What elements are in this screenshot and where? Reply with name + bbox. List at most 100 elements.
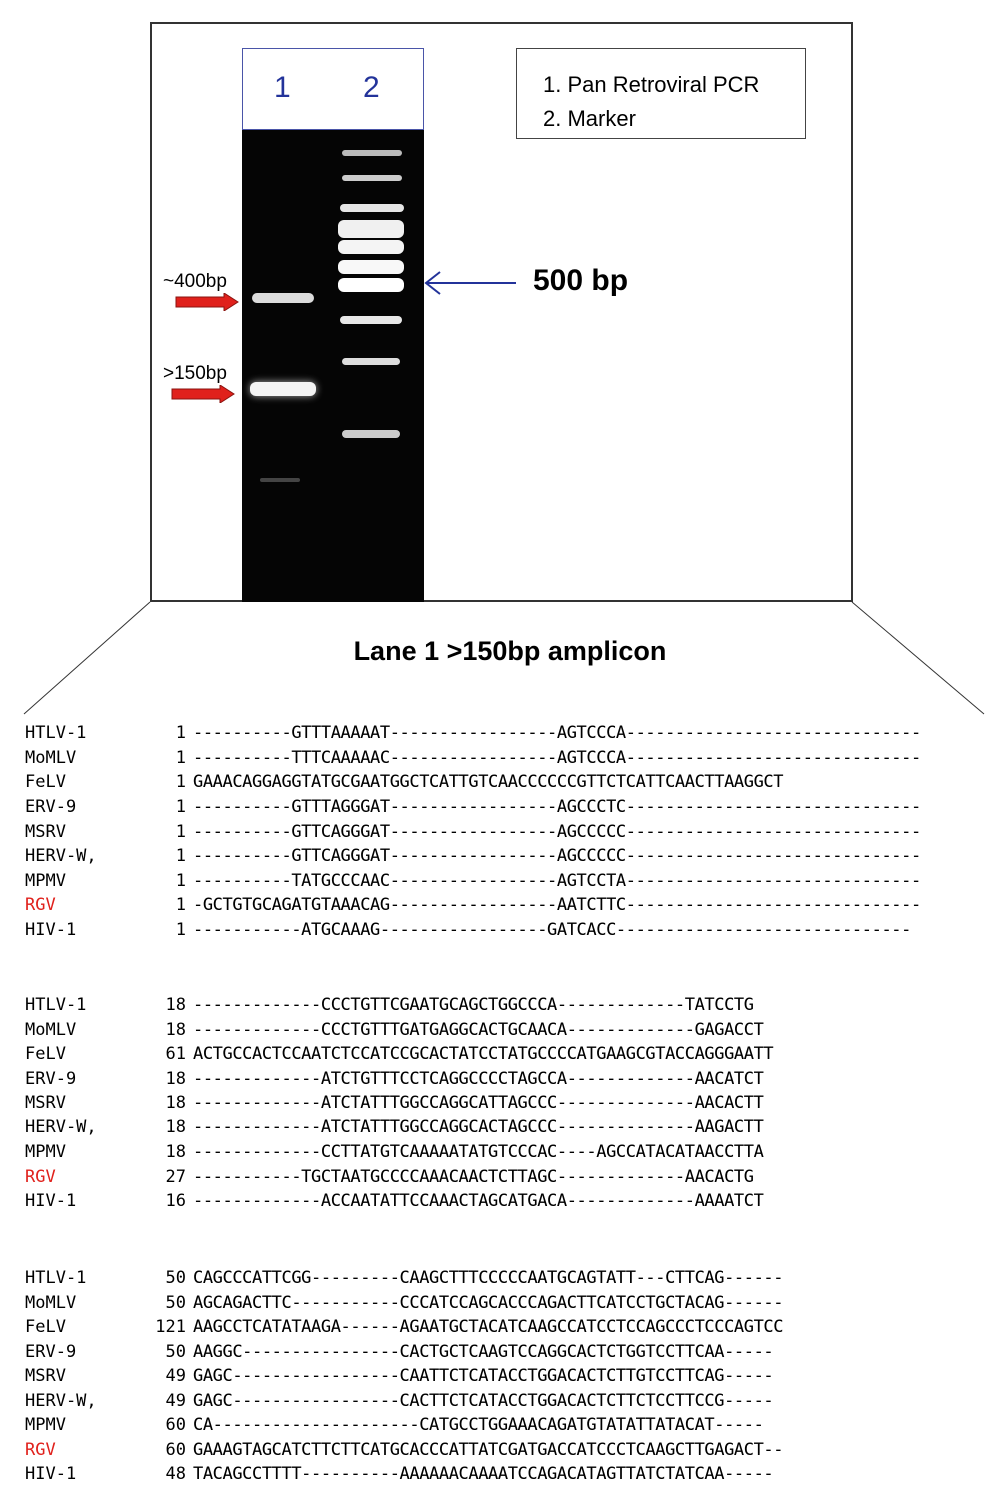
sequence-residues: ----------TATGCCCAAC-----------------AGT… <box>193 871 921 891</box>
alignment-row: MSRV 18 -------------ATCTATTTGGCCAGGCATT… <box>0 1091 1000 1115</box>
alignment-row: HIV-1 1 -----------ATGCAAAG-------------… <box>0 918 1000 942</box>
sequence-residues: TACAGCCTTTT----------AAAAAACAAAATCCAGACA… <box>193 1464 774 1484</box>
sequence-name-highlighted: RGV <box>25 1167 56 1187</box>
sequence-start: 18 <box>165 1142 186 1162</box>
sequence-start: 49 <box>165 1366 186 1386</box>
sequence-residues: -----------TGCTAATGCCCCAAACAACTCTTAGC---… <box>193 1167 754 1187</box>
sequence-start: 121 <box>155 1317 186 1337</box>
gel-band <box>250 382 316 396</box>
sequence-start: 1 <box>175 797 186 817</box>
red-arrow-icon <box>175 293 239 311</box>
sequence-residues: AAGGC----------------CACTGCTCAAGTCCAGGCA… <box>193 1342 774 1362</box>
alignment-caption: Lane 1 >150bp amplicon <box>353 636 667 666</box>
sequence-name: HIV-1 <box>25 920 77 940</box>
marker-arrow-icon <box>424 271 516 295</box>
sequence-name: ERV-9 <box>25 1069 77 1089</box>
alignment-row: FeLV 61 ACTGCCACTCCAATCTCCATCCGCACTATCCT… <box>0 1042 1000 1066</box>
alignment-row: RGV 27 -----------TGCTAATGCCCCAAACAACTCT… <box>0 1165 1000 1189</box>
sequence-start: 18 <box>165 1117 186 1137</box>
alignment-row: HERV-W, 18 -------------ATCTATTTGGCCAGGC… <box>0 1115 1000 1139</box>
sequence-start: 48 <box>165 1464 186 1484</box>
sequence-name: FeLV <box>25 772 66 792</box>
sequence-start: 50 <box>165 1268 186 1288</box>
alignment-row: ERV-9 18 -------------ATCTGTTTCCTCAGGCCC… <box>0 1067 1000 1091</box>
alignment-row: MPMV 18 -------------CCTTATGTCAAAAATATGT… <box>0 1140 1000 1164</box>
alignment-row: HIV-1 16 -------------ACCAATATTCCAAACTAG… <box>0 1189 1000 1213</box>
sequence-name: HIV-1 <box>25 1464 77 1484</box>
marker-500bp-label: 500 bp <box>533 264 629 297</box>
alignment-row: FeLV 121 AAGCCTCATATAAGA------AGAATGCTAC… <box>0 1315 1000 1339</box>
sequence-start: 18 <box>165 1069 186 1089</box>
gel-band <box>252 293 314 303</box>
sequence-start: 60 <box>165 1440 186 1460</box>
alignment-row: MoMLV 50 AGCAGACTTC-----------CCCATCCAGC… <box>0 1291 1000 1315</box>
sequence-residues: CAGCCCATTCGG---------CAAGCTTTCCCCCAATGCA… <box>193 1268 784 1288</box>
alignment-row: MoMLV 18 -------------CCCTGTTTGATGAGGCAC… <box>0 1018 1000 1042</box>
sequence-residues: ----------GTTTAAAAAT-----------------AGT… <box>193 723 921 743</box>
sequence-residues: -------------CCCTGTTCGAATGCAGCTGGCCCA---… <box>193 995 754 1015</box>
sequence-residues: ----------GTTCAGGGAT-----------------AGC… <box>193 822 921 842</box>
sequence-start: 1 <box>175 895 186 915</box>
sequence-name: HTLV-1 <box>25 1268 87 1288</box>
sequence-residues: ACTGCCACTCCAATCTCCATCCGCACTATCCTATGCCCCA… <box>193 1044 774 1064</box>
sequence-residues: CA---------------------CATGCCTGGAAACAGAT… <box>193 1415 764 1435</box>
sequence-start: 1 <box>175 772 186 792</box>
legend-item: 1. Pan Retroviral PCR <box>543 72 760 97</box>
alignment-row: HTLV-1 18 -------------CCCTGTTCGAATGCAGC… <box>0 993 1000 1017</box>
sequence-start: 18 <box>165 1093 186 1113</box>
ladder-band <box>338 240 404 254</box>
gel-image <box>242 130 424 602</box>
ladder-band <box>338 220 404 238</box>
sequence-name: HERV-W, <box>25 846 97 866</box>
alignment-row: RGV 60 GAAAGTAGCATCTTCTTCATGCACCCATTATCG… <box>0 1438 1000 1462</box>
sequence-name: ERV-9 <box>25 1342 77 1362</box>
alignment-row: MSRV 49 GAGC-----------------CAATTCTCATA… <box>0 1364 1000 1388</box>
ladder-band <box>342 358 400 365</box>
alignment-row: MPMV 60 CA---------------------CATGCCTGG… <box>0 1413 1000 1437</box>
sequence-start: 61 <box>165 1044 186 1064</box>
sequence-residues: -------------CCTTATGTCAAAAATATGTCCCAC---… <box>193 1142 764 1162</box>
sequence-name: HERV-W, <box>25 1391 97 1411</box>
sequence-name: MPMV <box>25 1415 66 1435</box>
alignment-row: RGV 1 -GCTGTGCAGATGTAAACAG--------------… <box>0 893 1000 917</box>
red-arrow-icon <box>171 385 235 403</box>
legend-item: 2. Marker <box>543 106 636 131</box>
sequence-name: ERV-9 <box>25 797 77 817</box>
ladder-band <box>338 278 404 292</box>
sequence-residues: ----------GTTCAGGGAT-----------------AGC… <box>193 846 921 866</box>
band-label-150: >150bp <box>163 363 227 384</box>
sequence-name: MoMLV <box>25 1020 77 1040</box>
ladder-band <box>342 430 400 438</box>
alignment-row: FeLV 1 GAAACAGGAGGTATGCGAATGGCTCATTGTCAA… <box>0 770 1000 794</box>
sequence-start: 1 <box>175 920 186 940</box>
sequence-residues: GAGC-----------------CAATTCTCATACCTGGACA… <box>193 1366 774 1386</box>
sequence-start: 1 <box>175 822 186 842</box>
sequence-name: MPMV <box>25 1142 66 1162</box>
sequence-residues: AGCAGACTTC-----------CCCATCCAGCACCCAGACT… <box>193 1293 784 1313</box>
band-label-400: ~400bp <box>163 271 227 292</box>
sequence-residues: -------------CCCTGTTTGATGAGGCACTGCAACA--… <box>193 1020 764 1040</box>
zoom-lines <box>23 601 985 715</box>
sequence-residues: GAAACAGGAGGTATGCGAATGGCTCATTGTCAACCCCCCG… <box>193 772 784 792</box>
sequence-residues: ----------TTTCAAAAAC-----------------AGT… <box>193 748 921 768</box>
ladder-band <box>338 260 404 274</box>
sequence-name-highlighted: RGV <box>25 1440 56 1460</box>
gel-band <box>260 478 300 482</box>
sequence-start: 18 <box>165 1020 186 1040</box>
sequence-residues: GAAAGTAGCATCTTCTTCATGCACCCATTATCGATGACCA… <box>193 1440 784 1460</box>
sequence-name: MoMLV <box>25 748 77 768</box>
sequence-residues: GAGC-----------------CACTTCTCATACCTGGACA… <box>193 1391 774 1411</box>
alignment-row: MSRV 1 ----------GTTCAGGGAT-------------… <box>0 820 1000 844</box>
sequence-residues: AAGCCTCATATAAGA------AGAATGCTACATCAAGCCA… <box>193 1317 784 1337</box>
sequence-residues: ----------GTTTAGGGAT-----------------AGC… <box>193 797 921 817</box>
sequence-name: FeLV <box>25 1044 66 1064</box>
lane-header: 1 2 <box>242 48 424 130</box>
sequence-name: HTLV-1 <box>25 723 87 743</box>
sequence-start: 18 <box>165 995 186 1015</box>
sequence-start: 16 <box>165 1191 186 1211</box>
sequence-start: 1 <box>175 723 186 743</box>
sequence-residues: -----------ATGCAAAG-----------------GATC… <box>193 920 911 940</box>
sequence-residues: -------------ACCAATATTCCAAACTAGCATGACA--… <box>193 1191 764 1211</box>
sequence-name: HIV-1 <box>25 1191 77 1211</box>
ladder-band <box>340 316 402 324</box>
